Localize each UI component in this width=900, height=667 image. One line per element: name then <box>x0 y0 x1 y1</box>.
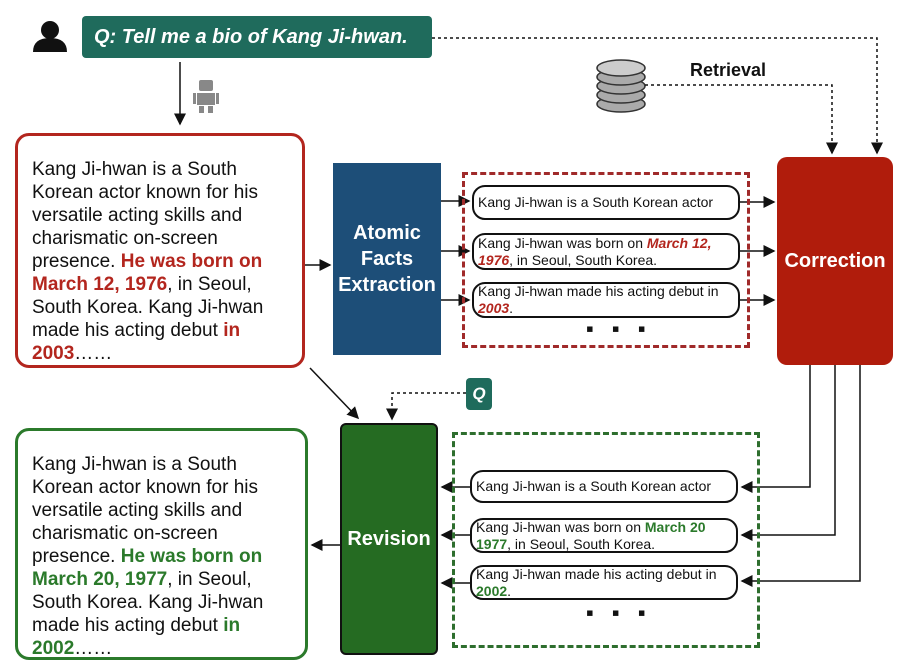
atomic-facts-extraction-block: Atomic Facts Extraction <box>333 163 441 355</box>
fix-highlight: March 20 1977 <box>476 518 706 552</box>
revision-block: Revision <box>340 423 438 655</box>
fact-text: Kang Ji-hwan was born on <box>478 234 647 251</box>
fact-text: . <box>507 582 512 599</box>
fix-highlight: He was born on March 20, 1977 <box>32 546 263 590</box>
corrected-fact: Kang Ji-hwan made his acting debut in 20… <box>470 565 738 600</box>
fact-text: , in Seoul, South Korea. <box>507 535 656 552</box>
corrected-fact: Kang Ji-hwan was born on March 20 1977, … <box>470 518 738 553</box>
bio-text: Kang Ji-hwan is a South Korean actor kno… <box>32 159 259 272</box>
question-marker: Q <box>466 378 492 410</box>
robot-icon <box>193 80 219 113</box>
fix-highlight: 2002 <box>476 582 508 599</box>
fact-text: . <box>509 300 514 316</box>
ellipsis: ▪ ▪ ▪ <box>586 316 652 341</box>
question-to-correction-arrow <box>432 37 883 155</box>
ellipsis: ▪ ▪ ▪ <box>586 600 652 625</box>
error-highlight: March 12, 1976 <box>478 234 712 268</box>
bio-text: , in Seoul, South Korea. Kang Ji-hwan ma… <box>32 274 264 341</box>
fix-highlight: in 2002 <box>32 615 241 659</box>
retrieval-label: Retrieval <box>690 60 767 80</box>
atomic-facts-group <box>462 172 750 348</box>
error-highlight: He was born on March 12, 1976 <box>32 251 263 295</box>
corrected-fact: Kang Ji-hwan is a South Korean actor <box>470 470 738 503</box>
error-highlight: in 2003 <box>32 320 241 364</box>
question-box: Q: Tell me a bio of Kang Ji-hwan. <box>82 16 432 58</box>
fact-text: , in Seoul, South Korea. <box>509 251 658 268</box>
fact-text: Kang Ji-hwan made his acting debut in <box>478 283 719 299</box>
retrieval-to-correction-arrow <box>645 84 838 155</box>
atomic-fact: Kang Ji-hwan is a South Korean actor <box>472 185 740 220</box>
fact-text: Kang Ji-hwan was born on <box>476 518 645 535</box>
revised-response: Kang Ji-hwan is a South Korean actor kno… <box>15 428 308 660</box>
bio-text: , in Seoul, South Korea. Kang Ji-hwan ma… <box>32 569 264 636</box>
fact-text: Kang Ji-hwan is a South Korean actor <box>476 478 712 494</box>
database-icon <box>596 59 646 113</box>
bio-text: …… <box>74 638 113 659</box>
error-highlight: 2003 <box>478 300 510 316</box>
person-icon <box>33 21 67 52</box>
original-response: Kang Ji-hwan is a South Korean actor kno… <box>15 133 305 368</box>
correction-block: Correction <box>777 157 893 365</box>
fact-text: Kang Ji-hwan made his acting debut in <box>476 565 717 582</box>
fact-text: Kang Ji-hwan is a South Korean actor <box>478 194 714 210</box>
bio-text: …… <box>74 343 113 364</box>
bio-text: Kang Ji-hwan is a South Korean actor kno… <box>32 454 259 567</box>
atomic-fact: Kang Ji-hwan was born on March 12, 1976,… <box>472 233 740 270</box>
atomic-fact: Kang Ji-hwan made his acting debut in 20… <box>472 282 740 318</box>
corrected-facts-group <box>452 432 760 648</box>
